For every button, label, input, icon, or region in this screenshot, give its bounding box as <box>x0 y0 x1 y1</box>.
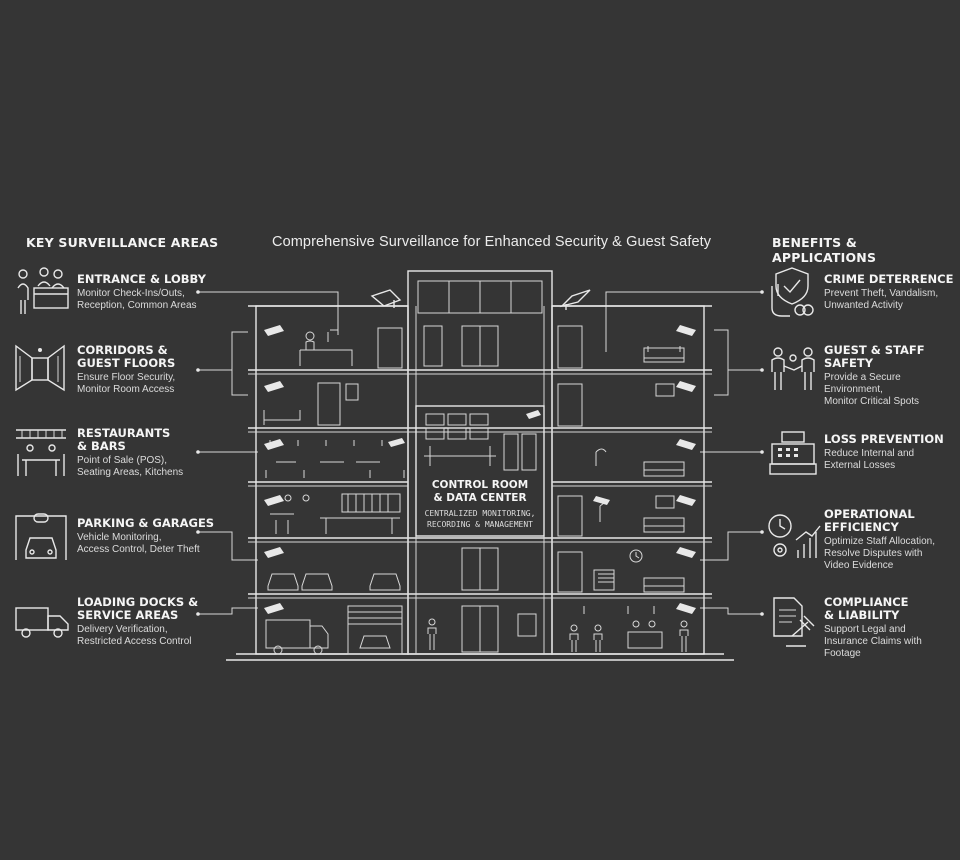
control-room-title: CONTROL ROOM & DATA CENTER <box>431 479 529 504</box>
area-title: ENTRANCE & LOBBY <box>77 272 206 286</box>
area-parking: PARKING & GARAGES Vehicle Monitoring, Ac… <box>77 517 214 556</box>
monitor-wall <box>424 413 537 471</box>
cash-register-icon <box>769 431 817 475</box>
benefit-guest-staff-safety: GUEST & STAFF SAFETY Provide a Secure En… <box>824 344 960 408</box>
area-restaurants: RESTAURANTS & BARS Point of Sale (POS), … <box>77 427 183 479</box>
benefit-desc: Prevent Theft, Vandalism, Unwanted Activ… <box>824 288 939 311</box>
truck-icon <box>15 607 69 638</box>
area-title: LOADING DOCKS & SERVICE AREAS <box>77 595 199 622</box>
shield-hand-icon <box>771 267 814 317</box>
left-column-title: KEY SURVEILLANCE AREAS <box>26 235 219 250</box>
area-desc: Ensure Floor Security, Monitor Room Acce… <box>77 372 176 395</box>
corridor-icon <box>15 344 65 392</box>
benefit-crime-deterrence: CRIME DETERRENCE Prevent Theft, Vandalis… <box>824 273 953 312</box>
reception-icon <box>17 267 69 314</box>
benefit-desc: Reduce Internal and External Losses <box>824 448 915 471</box>
control-room <box>415 405 545 537</box>
benefit-loss-prevention: LOSS PREVENTION Reduce Internal and Exte… <box>824 433 944 472</box>
security-cameras <box>264 289 696 614</box>
benefit-title: GUEST & STAFF SAFETY <box>824 343 925 370</box>
right-column-title: BENEFITS & APPLICATIONS <box>772 235 877 265</box>
benefit-desc: Support Legal and Insurance Claims with … <box>824 624 922 659</box>
left-wing <box>255 305 409 655</box>
control-room-subtitle: CENTRALIZED MONITORING, RECORDING & MANA… <box>424 509 536 529</box>
benefit-title: CRIME DETERRENCE <box>824 272 954 286</box>
page-title: Comprehensive Surveillance for Enhanced … <box>272 234 712 250</box>
benefit-compliance: COMPLIANCE & LIABILITY Support Legal and… <box>824 596 922 660</box>
restaurant-icon <box>16 429 66 476</box>
people-icon <box>771 347 815 390</box>
area-entrance-lobby: ENTRANCE & LOBBY Monitor Check-Ins/Outs,… <box>77 273 206 312</box>
benefit-title: LOSS PREVENTION <box>824 432 944 446</box>
area-corridors: CORRIDORS & GUEST FLOORS Ensure Floor Se… <box>77 344 175 396</box>
benefit-desc: Provide a Secure Environment, Monitor Cr… <box>824 372 920 407</box>
area-desc: Delivery Verification, Restricted Access… <box>77 624 192 647</box>
benefit-operational-efficiency: OPERATIONAL EFFICIENCY Optimize Staff Al… <box>824 508 935 572</box>
benefit-title: OPERATIONAL EFFICIENCY <box>824 507 915 534</box>
area-desc: Vehicle Monitoring, Access Control, Dete… <box>77 532 200 555</box>
area-title: PARKING & GARAGES <box>77 516 215 530</box>
area-title: CORRIDORS & GUEST FLOORS <box>77 343 176 370</box>
area-desc: Monitor Check-Ins/Outs, Reception, Commo… <box>77 288 197 311</box>
gavel-document-icon <box>773 597 815 647</box>
dock-truck <box>265 619 311 649</box>
parking-icon <box>15 513 67 560</box>
benefit-desc: Optimize Staff Allocation, Resolve Dispu… <box>824 536 935 571</box>
gears-icon <box>768 514 821 558</box>
lobby-reception <box>569 606 689 652</box>
area-desc: Point of Sale (POS), Seating Areas, Kitc… <box>77 455 184 478</box>
area-title: RESTAURANTS & BARS <box>77 426 171 453</box>
area-loading-docks: LOADING DOCKS & SERVICE AREAS Delivery V… <box>77 596 198 648</box>
benefit-title: COMPLIANCE & LIABILITY <box>824 595 909 622</box>
garage-cars <box>267 573 401 591</box>
